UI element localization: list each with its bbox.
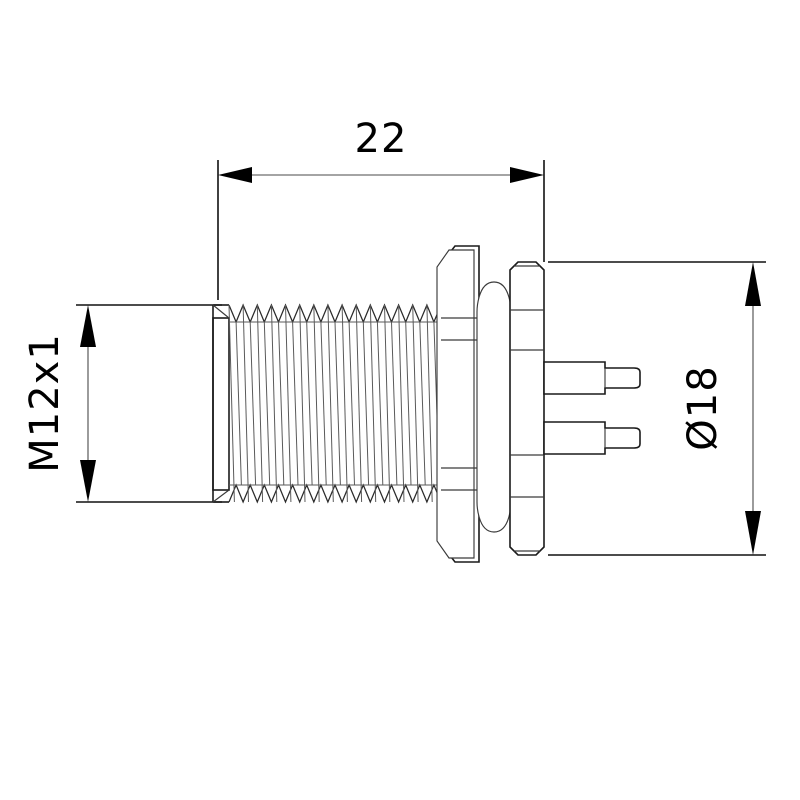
thread-flank-line <box>292 321 299 486</box>
front-chamfer-top <box>212 304 230 319</box>
thread-flank-line <box>369 304 377 503</box>
dimension-length-22: 22 <box>217 116 545 300</box>
thread-flank-line <box>327 304 334 503</box>
thread-flank-line <box>256 304 264 503</box>
arrow-head-bottom-icon <box>80 460 96 502</box>
solder-pin-lower <box>543 421 641 455</box>
dimension-label-diameter: Ø18 <box>680 365 726 450</box>
thread-flank-line <box>362 321 370 486</box>
component-hex-nut <box>436 245 480 563</box>
thread-flank-line <box>405 321 412 486</box>
thread-flank-line <box>391 321 398 486</box>
arrow-head-top-icon <box>745 262 761 306</box>
arrow-head-bottom-icon <box>745 511 761 555</box>
thread-flank-line <box>348 321 355 486</box>
thread-flank-line <box>412 304 419 503</box>
thread-flank-line <box>313 304 320 503</box>
dimension-label-thread: M12x1 <box>22 333 68 473</box>
thread-flank-line <box>278 321 285 486</box>
thread-flank-line <box>320 321 327 486</box>
thread-flank-line <box>249 321 257 486</box>
thread-flank-line <box>398 304 405 503</box>
dimension-diameter-18: Ø18 <box>548 261 766 556</box>
dimension-thread-m12x1: M12x1 <box>22 304 222 503</box>
o-ring-outline <box>476 281 512 533</box>
rear-housing-outline <box>509 261 545 556</box>
thread-flank-line <box>235 321 242 486</box>
front-chamfer-bottom <box>212 489 230 503</box>
thread-crest-profile-top <box>228 303 442 324</box>
component-rear-housing <box>509 261 545 556</box>
thread-flank-line <box>299 304 306 503</box>
component-o-ring-seal <box>476 281 512 533</box>
hex-nut-inner-face <box>436 249 475 559</box>
thread-flank-line <box>263 321 271 486</box>
thread-flank-line <box>384 304 391 503</box>
solder-pin-upper <box>543 361 641 395</box>
dimension-label-length: 22 <box>355 116 408 162</box>
thread-flank-line <box>270 304 278 503</box>
component-solder-pins <box>543 361 641 455</box>
thread-flank-line <box>285 304 292 503</box>
thread-flank-line <box>242 304 249 503</box>
thread-flank-line <box>376 321 384 486</box>
component-front-face-bore <box>212 304 230 503</box>
thread-flank-line <box>426 304 433 503</box>
thread-flank-line <box>228 304 235 503</box>
front-bore-rect <box>212 317 230 491</box>
thread-flank-line <box>306 321 313 486</box>
component-threaded-barrel <box>228 303 447 504</box>
arrow-head-left-icon <box>218 167 252 183</box>
arrow-head-right-icon <box>510 167 544 183</box>
thread-flank-line <box>355 304 363 503</box>
thread-flank-line <box>334 321 341 486</box>
thread-flank-line <box>341 304 348 503</box>
arrow-head-top-icon <box>80 305 96 347</box>
thread-flank-line <box>419 321 426 486</box>
thread-crest-profile-bottom <box>228 483 442 504</box>
